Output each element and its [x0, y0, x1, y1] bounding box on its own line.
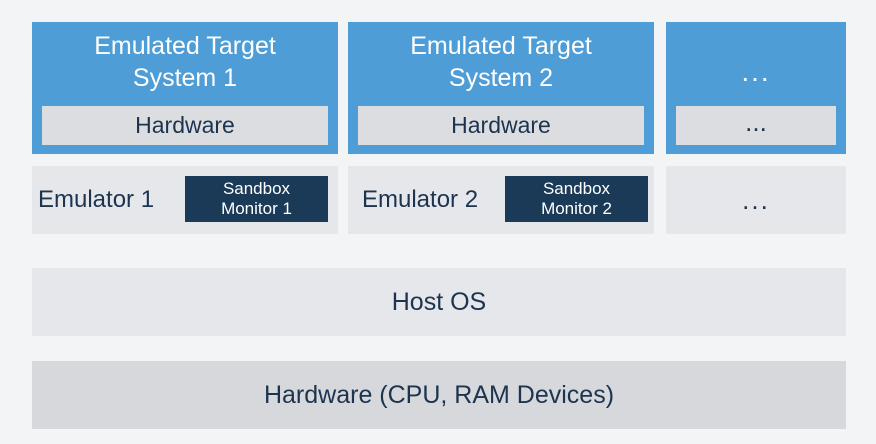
target-system-1-title: Emulated Target System 1 [94, 32, 276, 92]
target-system-2-title: Emulated Target System 2 [410, 32, 592, 92]
emulator-1-label: Emulator 1 [38, 186, 155, 213]
target-system-more-hardware-ellipsis: ... [676, 106, 836, 145]
hardware-layer-label: Hardware (CPU, RAM Devices) [263, 380, 615, 409]
emulator-more-ellipsis: ... [742, 184, 770, 215]
target-system-more: ... ... [666, 22, 846, 154]
target-system-1: Emulated Target System 1 Hardware [32, 22, 338, 154]
target-system-2-hardware: Hardware [358, 106, 644, 145]
emulator-2-label: Emulator 2 [362, 186, 479, 213]
emulator-2: Emulator 2 Sandbox Monitor 2 [348, 166, 654, 234]
sandbox-monitor-1: Sandbox Monitor 1 [185, 176, 328, 222]
emulator-more: ... [666, 166, 846, 234]
host-os-layer: Host OS [32, 268, 846, 336]
target-system-1-hardware: Hardware [42, 106, 328, 145]
hardware-layer: Hardware (CPU, RAM Devices) [32, 361, 846, 429]
emulator-1: Emulator 1 Sandbox Monitor 1 [32, 166, 338, 234]
host-os-label: Host OS [391, 287, 487, 316]
target-system-more-ellipsis: ... [741, 56, 771, 87]
sandbox-monitor-2: Sandbox Monitor 2 [505, 176, 648, 222]
target-system-2: Emulated Target System 2 Hardware [348, 22, 654, 154]
